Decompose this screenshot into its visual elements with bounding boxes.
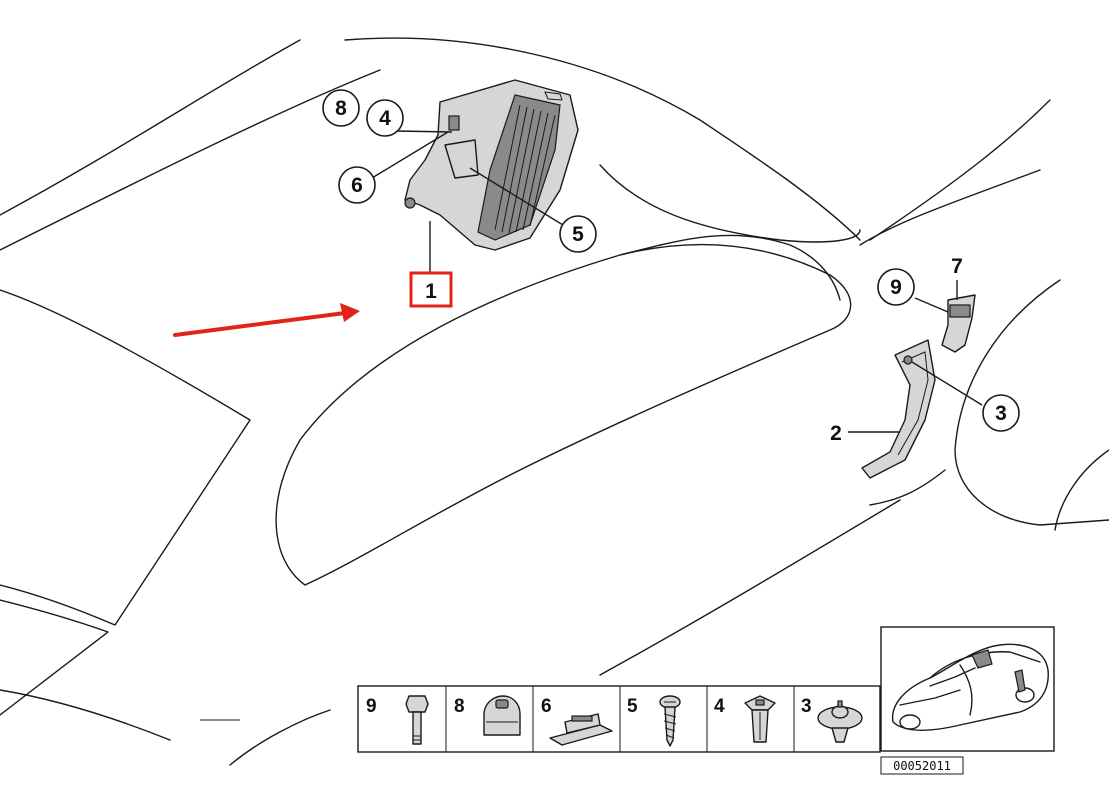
legend-num-5: 5	[627, 696, 638, 717]
callout-2-label: 2	[830, 422, 842, 445]
callout-3-label: 3	[995, 402, 1007, 425]
callout-5-label: 5	[572, 223, 584, 246]
callout-6: 6	[338, 166, 376, 204]
callout-7-label: 7	[951, 255, 963, 278]
car-body-outline	[0, 37, 1109, 766]
callout-9-label: 9	[890, 276, 902, 299]
part-2-pillar-trim	[861, 339, 936, 479]
callout-3: 3	[982, 394, 1020, 432]
callout-1-label: 1	[425, 280, 437, 303]
bolt-icon	[405, 695, 429, 745]
callout-7: 7	[951, 255, 963, 278]
car-thumbnail	[880, 626, 1055, 752]
part-number-text: 00052011	[893, 759, 951, 773]
fastener-legend: 9 8 6 5	[357, 685, 881, 753]
callout-8-label: 8	[335, 97, 347, 120]
push-rivet-icon	[817, 700, 863, 743]
part-7-bracket	[941, 294, 976, 353]
callout-2: 2	[830, 422, 842, 445]
part-1-pillar-trim	[404, 79, 579, 251]
legend-num-6: 6	[541, 696, 552, 717]
legend-num-8: 8	[454, 696, 465, 717]
highlight-arrow	[173, 303, 360, 337]
legend-num-3: 3	[801, 696, 812, 717]
screw-icon	[659, 695, 681, 747]
callout-5: 5	[559, 215, 597, 253]
callout-4: 4	[366, 99, 404, 137]
callout-6-label: 6	[351, 174, 363, 197]
part-number-label: 00052011	[880, 756, 964, 775]
legend-num-4: 4	[714, 696, 725, 717]
callout-9: 9	[877, 268, 915, 306]
expanding-nut-icon	[744, 695, 776, 743]
callout-1: 1	[409, 271, 453, 308]
clip-nut-icon	[483, 695, 521, 736]
legend-num-9: 9	[366, 696, 377, 717]
callout-4-label: 4	[379, 107, 391, 130]
leader-lines	[371, 130, 983, 433]
slide-clip-icon	[549, 713, 613, 746]
callout-8: 8	[322, 89, 360, 127]
